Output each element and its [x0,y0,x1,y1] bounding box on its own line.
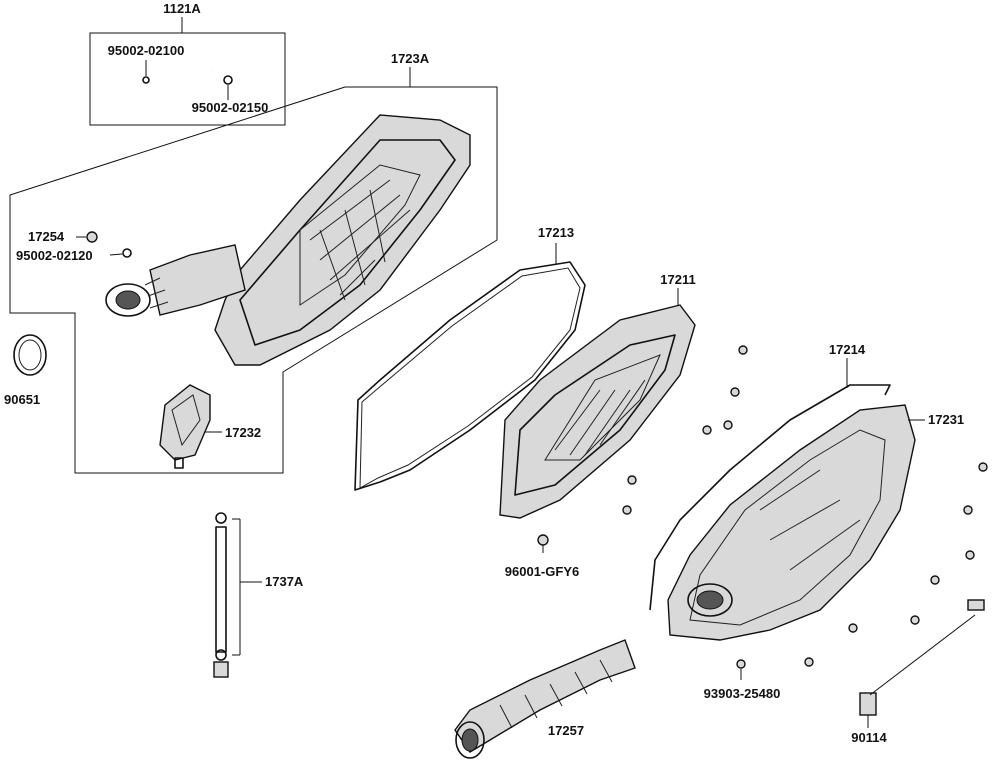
gasket-17213 [354,243,586,491]
label-17214: 17214 [829,342,866,357]
clamp-90651 [13,334,47,376]
clip-95002-02100 [142,76,150,84]
label-17254: 17254 [28,229,65,244]
label-95002-02150: 95002-02150 [192,100,269,115]
label-17231: 17231 [928,412,964,427]
gasket-17214 [649,384,891,611]
label-1723A: 1723A [391,51,430,66]
label-17213: 17213 [538,225,574,240]
filter-element-17211 [499,288,696,553]
intake-duct-17257 [454,639,636,759]
hose-kit-box [89,32,286,126]
breather-hose [142,60,233,116]
screw-93903-25480 [736,659,746,669]
label-1121A: 1121A [163,1,201,16]
air-cleaner-case [76,114,471,366]
bolt-17254 [86,231,98,243]
screw-96001-GFY6 [537,534,549,553]
label-96001-GFY6: 96001-GFY6 [505,564,579,579]
drain-tube-1737A [213,512,262,678]
label-90114: 90114 [851,730,887,745]
cover-screws [622,345,988,680]
air-cleaner-case-box [9,86,498,474]
clip-95002-02120 [122,248,132,258]
clip-95002-02150 [223,75,233,85]
drain-cap-17232 [159,384,222,469]
label-95002-02100: 95002-02100 [108,43,185,58]
label-17257: 17257 [548,723,584,738]
label-90651: 90651 [4,392,40,407]
label-93903-25480: 93903-25480 [704,686,781,701]
label-1737A: 1737A [265,574,304,589]
bolt-90114 [859,599,985,728]
cover-17231 [649,358,925,641]
label-95002-02120: 95002-02120 [16,248,93,263]
label-17211: 17211 [660,272,695,287]
label-17232: 17232 [225,425,261,440]
